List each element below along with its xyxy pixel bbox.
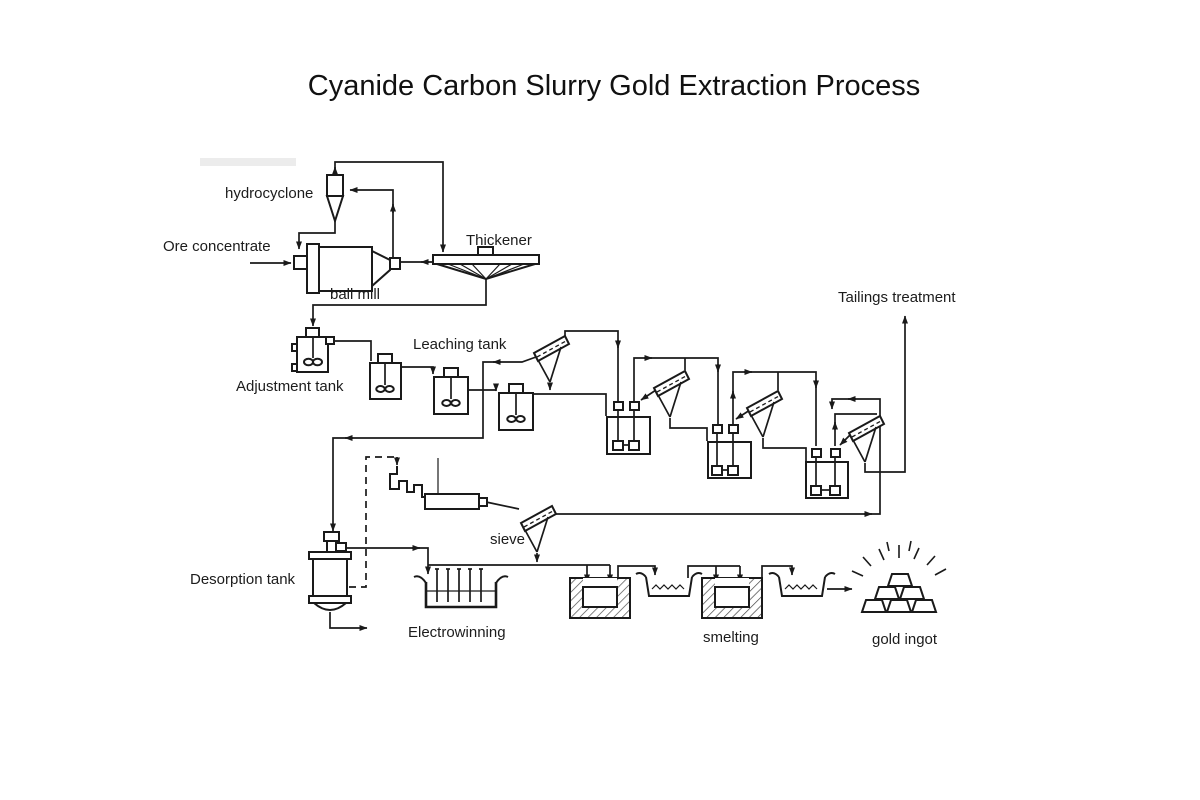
label-adjustment-tank: Adjustment tank	[236, 378, 344, 395]
carbon-screen-2-icon	[652, 369, 691, 418]
label-sieve: sieve	[490, 531, 525, 548]
label-tailings-treatment: Tailings treatment	[838, 289, 956, 306]
carbon-screen-3-icon	[745, 389, 784, 438]
label-smelting: smelting	[703, 629, 759, 646]
adjustment-tank-icon	[291, 327, 335, 373]
label-ball-mill: ball mill	[330, 286, 380, 303]
label-gold-ingot: gold ingot	[872, 631, 938, 648]
label-hydrocyclone: hydrocyclone	[225, 185, 313, 202]
cip-tank-a-icon	[606, 401, 651, 455]
carbon-screen-4-icon	[847, 414, 886, 463]
desorption-tank-icon	[308, 531, 352, 616]
leaching-tank-1-icon	[369, 353, 402, 400]
rays	[851, 540, 947, 577]
slag-tray-2-icon	[768, 572, 836, 597]
sieve-icon	[519, 504, 558, 553]
ball-mill-icon	[293, 243, 401, 294]
label-electrowinning: Electrowinning	[408, 624, 506, 641]
smelting-furnace-1-icon	[569, 577, 631, 619]
thickener-icon	[432, 246, 540, 281]
label-leaching-tank: Leaching tank	[413, 336, 507, 353]
gold-ingot-icon	[851, 540, 947, 613]
hydrocyclone-icon	[325, 174, 345, 225]
leaching-tank-3-icon	[498, 383, 534, 431]
scan-smudge	[200, 158, 296, 166]
carbon-screen-1-icon	[532, 334, 571, 383]
label-thickener: Thickener	[466, 232, 532, 249]
leaching-tank-2-icon	[433, 367, 469, 415]
label-desorption-tank: Desorption tank	[190, 571, 296, 588]
label-ore-concentrate: Ore concentrate	[163, 238, 271, 255]
carbon-pump-icon	[389, 466, 488, 510]
electrowinning-cell-icon	[413, 568, 509, 609]
smelting-furnace-2-icon	[701, 577, 763, 619]
slag-tray-1-icon	[635, 572, 703, 597]
flow-lines	[250, 161, 908, 631]
cip-tank-c-icon	[805, 448, 849, 499]
cip-tank-b-icon	[707, 424, 752, 479]
page-title: Cyanide Carbon Slurry Gold Extraction Pr…	[308, 70, 920, 102]
